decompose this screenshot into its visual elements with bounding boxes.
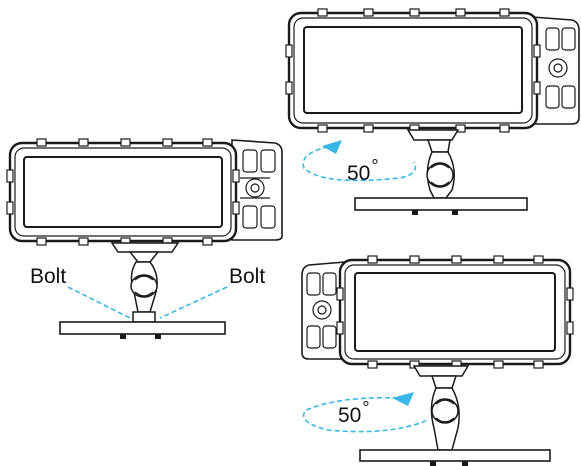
bolt-right-label: Bolt: [229, 265, 266, 288]
top-right-housing: [531, 16, 580, 125]
top-right-light-assembly: [285, 8, 580, 215]
top-right-base-plate: [354, 197, 528, 211]
top-right-rotation-arrow: [302, 144, 417, 182]
left-rear-fins: [240, 149, 276, 229]
left-light-assembly: [6, 138, 283, 339]
top-right-lens: [303, 26, 523, 114]
bolt-right-leader: [159, 286, 228, 319]
bolt-left-label: Bolt: [30, 265, 67, 288]
left-frame-mid: [14, 147, 232, 237]
bottom-right-angle-value: 50: [338, 404, 362, 427]
bottom-right-rotation-arrow: [302, 396, 429, 433]
bottom-right-rear-fins: [306, 272, 337, 349]
left-housing: [231, 139, 283, 241]
bottom-right-angle-label: 50°: [338, 399, 370, 427]
bottom-right-base-plate: [359, 449, 551, 462]
left-base-plate: [59, 321, 226, 335]
bolt-left-leader: [67, 286, 131, 319]
top-right-angle-label: 50°: [347, 157, 379, 185]
bottom-right-light-assembly: [301, 255, 574, 466]
left-lens: [23, 156, 223, 228]
bottom-right-lens: [354, 272, 556, 352]
top-right-bracket: [406, 129, 460, 199]
left-bracket: [110, 242, 180, 323]
top-right-angle-unit: °: [371, 156, 379, 176]
bottom-right-housing: [301, 261, 346, 360]
top-right-angle-value: 50: [347, 162, 371, 185]
bottom-right-angle-unit: °: [362, 398, 370, 418]
left-frame-clips: [6, 138, 240, 246]
bottom-right-bracket: [412, 365, 470, 451]
top-right-rear-fins: [545, 27, 576, 109]
